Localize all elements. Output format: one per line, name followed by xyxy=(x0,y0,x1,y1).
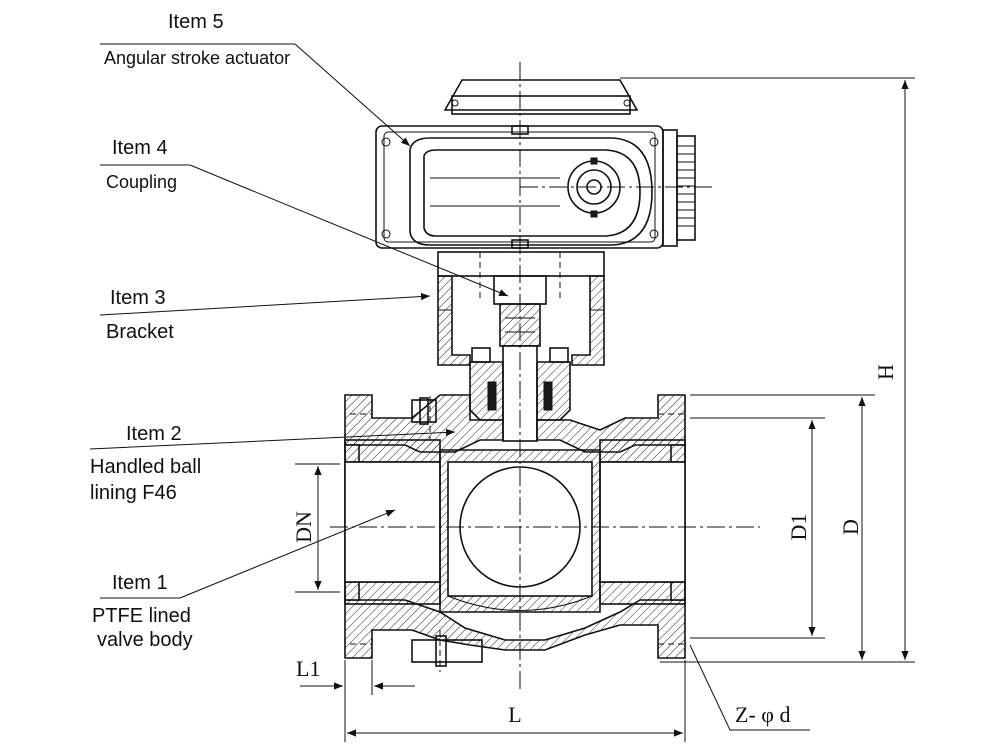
dimension-labels: H D D1 DN L L1 Z- φ d xyxy=(291,364,898,727)
bracket xyxy=(437,251,605,366)
item-2-title: Item 2 xyxy=(126,423,182,445)
item-5-desc: Angular stroke actuator xyxy=(104,48,290,68)
item-4-title: Item 4 xyxy=(112,137,168,159)
dim-h-label: H xyxy=(873,364,898,380)
actuator xyxy=(375,79,696,249)
item-3-title: Item 3 xyxy=(110,287,166,309)
dim-l1-label: L1 xyxy=(296,656,320,681)
item-2-desc-2: lining F46 xyxy=(90,482,177,504)
item-4-desc: Coupling xyxy=(106,172,177,192)
dim-d1-label: D1 xyxy=(786,514,811,541)
item-2-desc-1: Handled ball xyxy=(90,456,201,478)
centerlines xyxy=(330,62,760,690)
item-1-desc-1: PTFE lined xyxy=(92,605,191,627)
item-5-title: Item 5 xyxy=(168,11,224,33)
dim-dn-label: DN xyxy=(291,511,316,543)
dim-z-label: Z- φ d xyxy=(735,702,790,727)
item-3-desc: Bracket xyxy=(106,321,174,343)
dimension-lines xyxy=(295,77,915,742)
item-1-title: Item 1 xyxy=(112,572,168,594)
leader-lines xyxy=(89,43,509,599)
dim-d-label: D xyxy=(838,519,863,535)
item-1-desc-2: valve body xyxy=(97,629,193,651)
dim-l-label: L xyxy=(508,702,521,727)
item-labels: Item 5 Angular stroke actuator Item 4 Co… xyxy=(90,11,290,651)
